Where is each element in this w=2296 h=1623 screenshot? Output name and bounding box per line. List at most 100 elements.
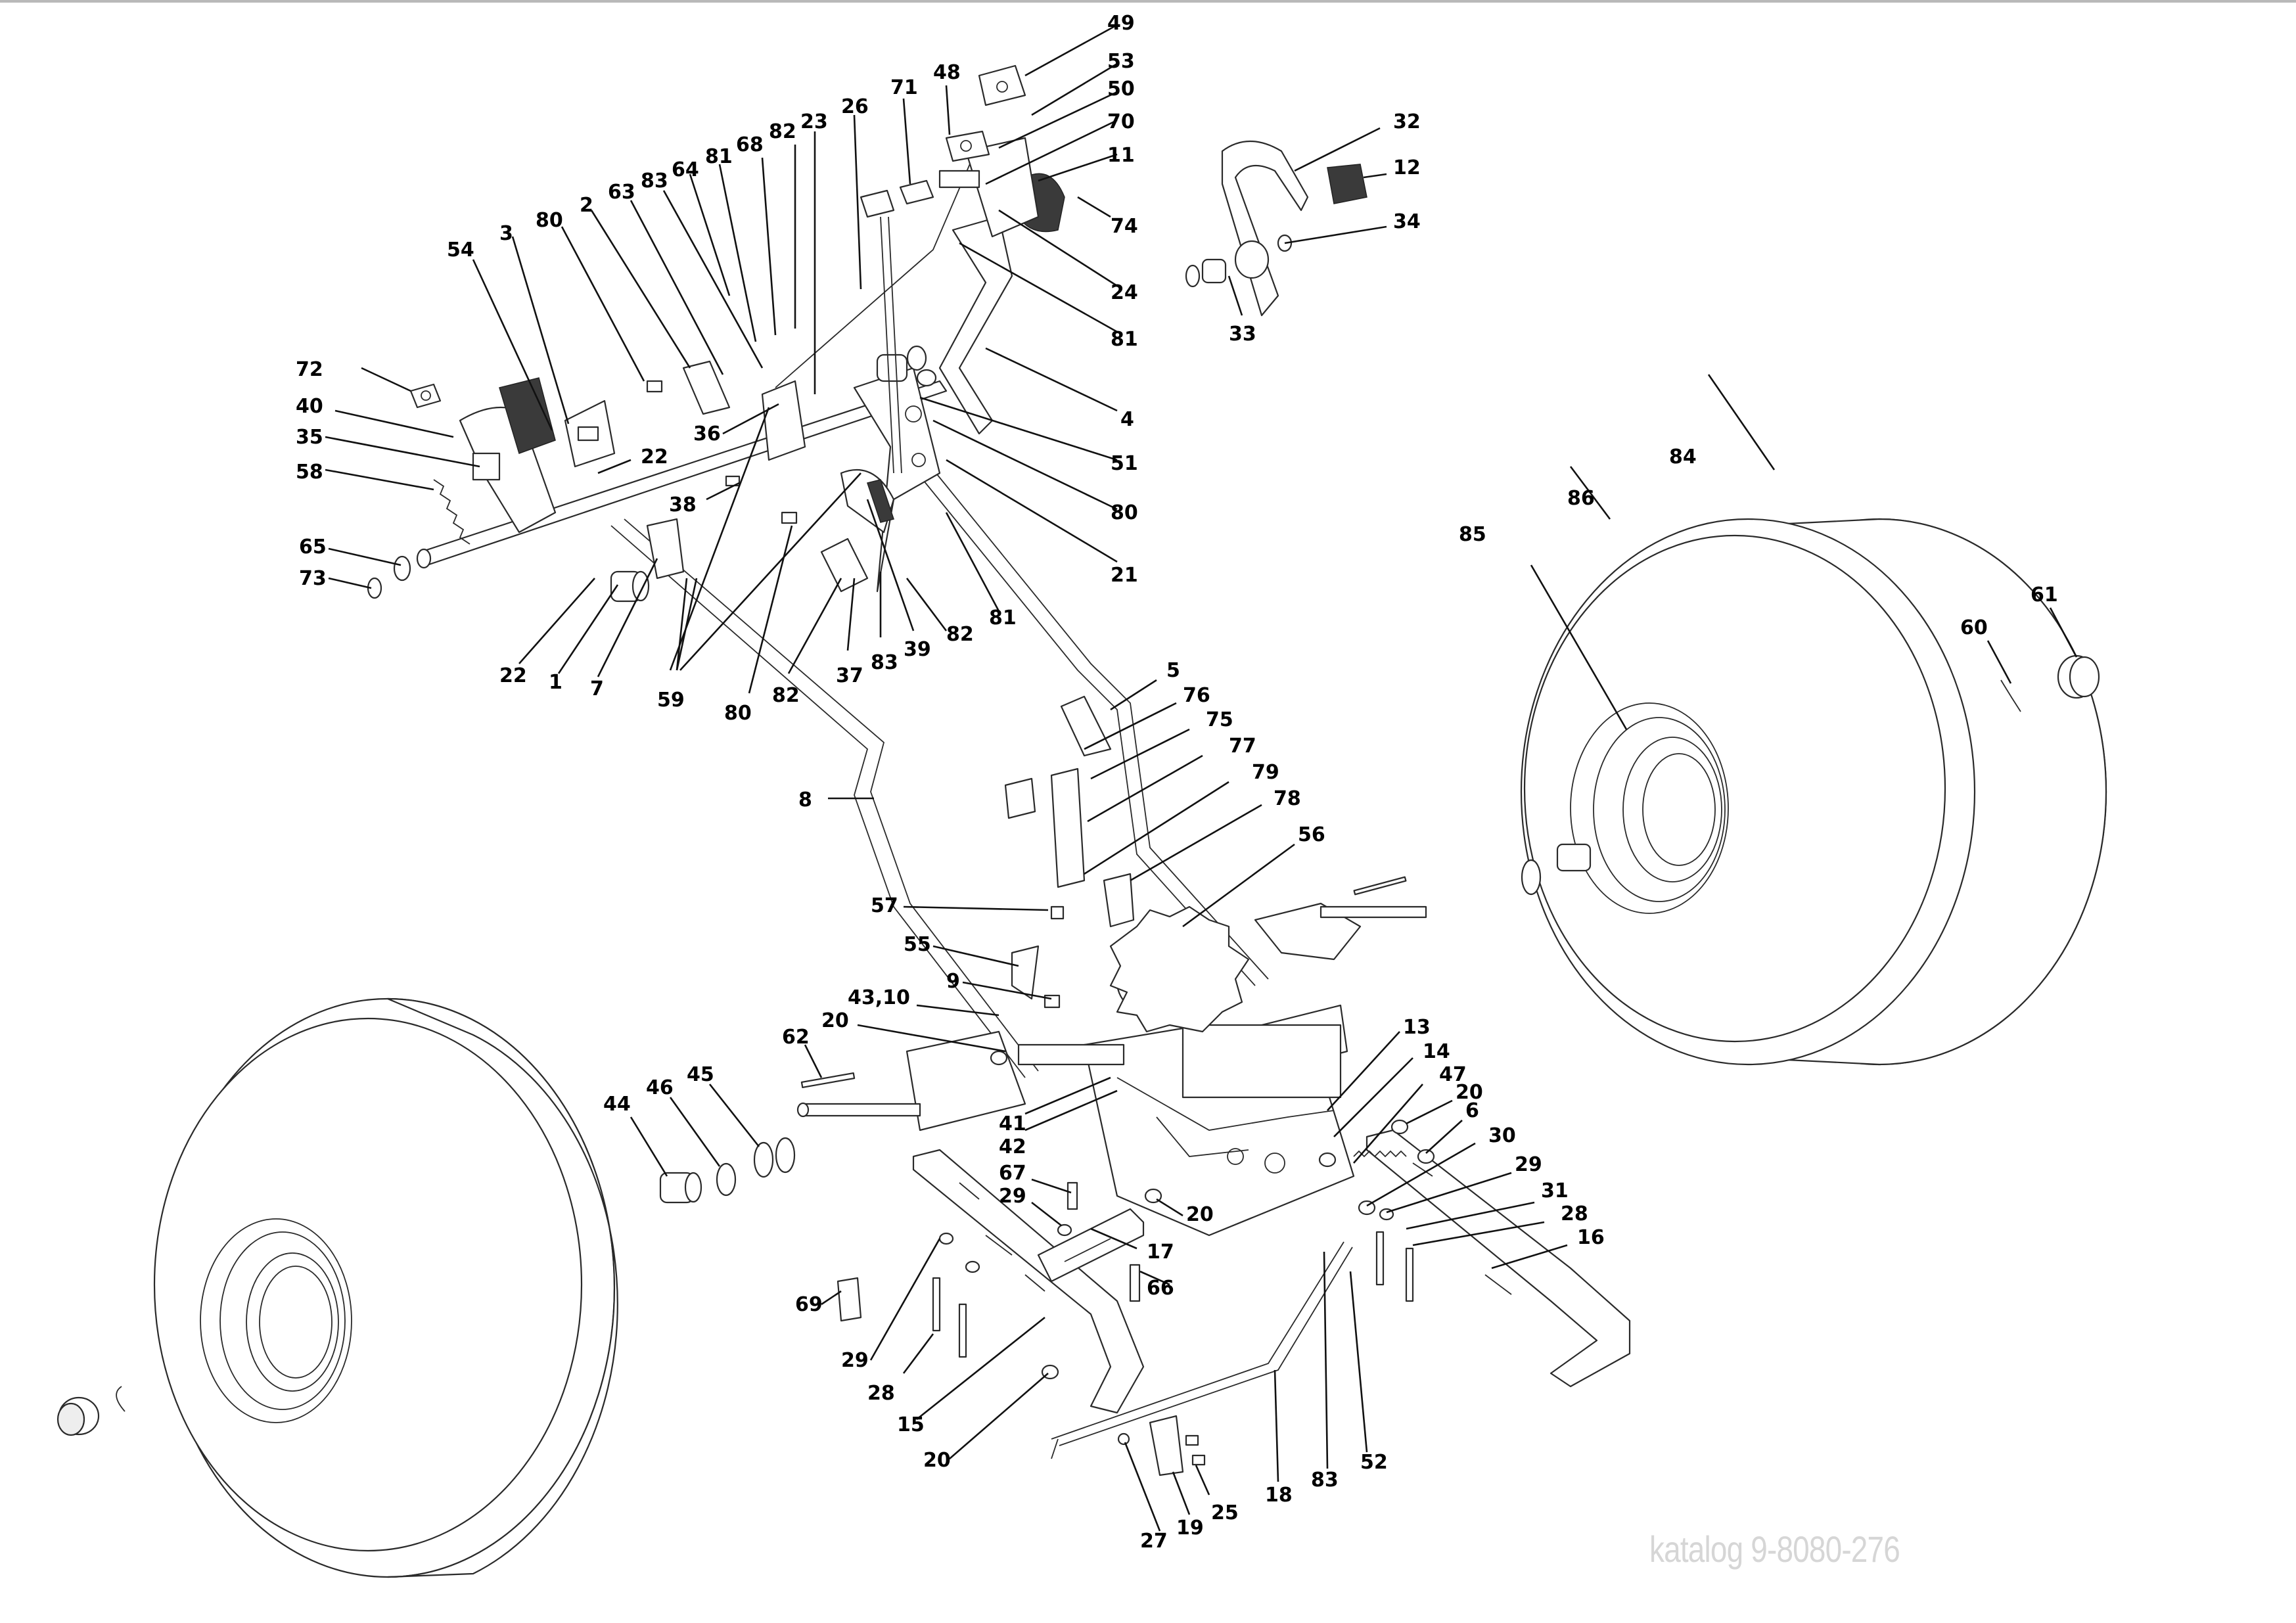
callout-20: 20 [1186, 1203, 1214, 1226]
bracket-15 [912, 1149, 1145, 1414]
callout-56: 56 [1298, 823, 1325, 846]
callout-68: 68 [736, 133, 764, 156]
callout-12: 12 [1393, 156, 1421, 179]
bracket-2 [682, 360, 731, 415]
right-rear-wheel [1520, 518, 2107, 1066]
callout-72: 72 [296, 358, 323, 381]
callout-40: 40 [296, 395, 323, 418]
callout-80: 80 [1111, 501, 1138, 524]
spring-58 [433, 479, 471, 545]
top-border [0, 0, 2296, 3]
washers-lower [938, 1050, 1435, 1380]
callout-9: 9 [946, 970, 960, 993]
callout-7: 7 [590, 677, 604, 700]
callout-48: 48 [933, 61, 961, 84]
callout-26: 26 [841, 95, 869, 118]
callout-64: 64 [672, 158, 699, 181]
callout-57: 57 [871, 894, 898, 917]
callout-36: 36 [693, 423, 721, 446]
callout-49: 49 [1107, 12, 1135, 35]
callout-2: 2 [580, 194, 593, 217]
callout-86: 86 [1567, 487, 1595, 510]
callout-20: 20 [1456, 1081, 1483, 1104]
linkage-rod-5 [906, 453, 1269, 986]
callout-11: 11 [1107, 144, 1135, 167]
pad-69 [837, 1277, 862, 1322]
callout-30: 30 [1488, 1124, 1516, 1147]
callout-43-10: 43,10 [848, 986, 910, 1009]
shaft-upper-right [1353, 876, 1407, 896]
callout-labels: 49 53 50 70 11 74 24 81 4 51 80 21 81 82… [296, 12, 2058, 1553]
callout-66: 66 [1147, 1277, 1174, 1300]
bushing-51 [876, 345, 927, 382]
callout-83: 83 [641, 170, 668, 193]
bracket-4 [938, 216, 1013, 435]
pedal-bracket-48 [945, 130, 990, 162]
callout-53: 53 [1107, 50, 1135, 73]
clip-19 [1117, 1415, 1206, 1476]
spacers-44-46-45 [659, 1137, 796, 1204]
callout-83: 83 [1311, 1469, 1339, 1492]
callout-54: 54 [447, 239, 474, 262]
mount-bracket-3 [564, 400, 616, 468]
callout-1: 1 [549, 671, 563, 694]
callout-76: 76 [1183, 684, 1210, 707]
left-rear-wheel [153, 997, 618, 1578]
callout-79: 79 [1252, 761, 1279, 784]
transaxle-assembly [796, 902, 1427, 1237]
callout-82: 82 [769, 120, 796, 143]
callout-13: 13 [1403, 1016, 1431, 1039]
callout-80: 80 [724, 702, 752, 725]
callout-33: 33 [1229, 323, 1256, 346]
callout-25: 25 [1211, 1501, 1239, 1524]
forward-pedal [938, 137, 1065, 238]
callout-67: 67 [999, 1162, 1026, 1185]
callout-29: 29 [841, 1349, 869, 1372]
callout-16: 16 [1577, 1226, 1605, 1249]
callout-82: 82 [772, 684, 800, 707]
callout-80: 80 [536, 209, 563, 232]
callout-22: 22 [499, 664, 527, 687]
callout-69: 69 [795, 1293, 823, 1316]
switch-bracket-76 [1004, 695, 1135, 928]
bracket-7 [646, 518, 685, 580]
callout-19: 19 [1176, 1517, 1204, 1540]
callout-83: 83 [871, 651, 898, 674]
callout-59: 59 [657, 689, 685, 712]
callout-71: 71 [890, 76, 918, 99]
callout-27: 27 [1140, 1530, 1168, 1553]
left-hub-cap [57, 1386, 126, 1436]
bolts-lower [932, 1181, 1414, 1358]
callout-75: 75 [1206, 708, 1233, 731]
callout-5: 5 [1166, 659, 1180, 682]
linkage-rod-8 [610, 518, 1039, 1078]
bracket-17 [1037, 1208, 1145, 1283]
callout-58: 58 [296, 461, 323, 484]
callout-24: 24 [1111, 281, 1138, 304]
callout-82: 82 [946, 623, 974, 646]
callout-17: 17 [1147, 1241, 1174, 1264]
callout-20: 20 [821, 1009, 849, 1032]
callout-21: 21 [1111, 564, 1138, 587]
bracket-37 [820, 537, 869, 593]
callout-47: 47 [1439, 1063, 1467, 1086]
callout-18: 18 [1265, 1484, 1293, 1507]
callout-60: 60 [1960, 616, 1988, 639]
callout-8: 8 [798, 789, 812, 811]
callout-4: 4 [1120, 408, 1134, 431]
callout-55: 55 [904, 933, 931, 956]
spring-6 [1353, 1150, 1407, 1158]
callout-44: 44 [603, 1093, 631, 1116]
callout-45: 45 [687, 1063, 714, 1086]
callout-65: 65 [299, 536, 327, 559]
callout-77: 77 [1229, 735, 1256, 758]
callout-3: 3 [499, 222, 513, 245]
catalog-watermark: katalog 9-8080-276 [1649, 1528, 1900, 1570]
callout-50: 50 [1107, 78, 1135, 101]
callout-73: 73 [299, 567, 327, 590]
bracket-55 [1011, 905, 1065, 1009]
pedal-arm-32 [1185, 141, 1367, 317]
washer-72 [409, 383, 442, 409]
callout-28: 28 [867, 1382, 895, 1405]
